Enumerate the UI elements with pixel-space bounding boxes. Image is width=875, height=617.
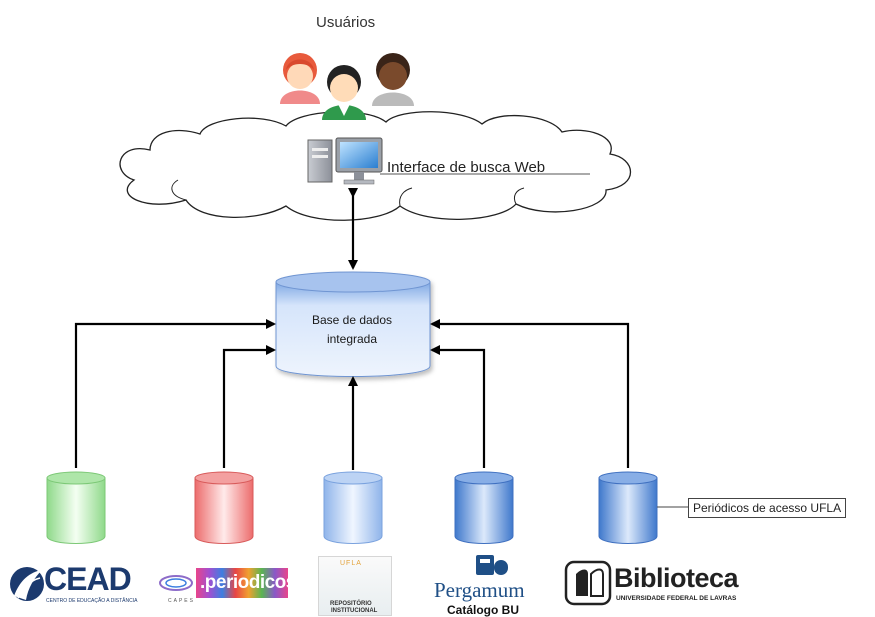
- pergamum-logo-text: Pergamum: [434, 578, 525, 602]
- pergamum-logo-icon: [476, 555, 508, 575]
- biblioteca-logo-text: Biblioteca: [614, 563, 739, 593]
- periodicos-logo-text: .periodicos.: [196, 568, 301, 598]
- database-label-line2: integrada: [326, 332, 378, 346]
- arrow-periodicos-db: [222, 345, 276, 468]
- source-cylinder-repositorio: [323, 471, 383, 544]
- repositorio-logo-line1: REPOSITÓRIO: [330, 601, 372, 607]
- repositorio-logo-line2: INSTITUCIONAL: [331, 608, 378, 614]
- source-cylinder-biblioteca: [598, 471, 658, 544]
- periodicos-ufla-callout: Periódicos de acesso UFLA: [688, 498, 847, 518]
- user-woman-icon: [280, 53, 320, 104]
- cead-logo-text: CEAD: [44, 561, 132, 597]
- cead-logo-subtitle: CENTRO DE EDUCAÇÃO A DISTÂNCIA: [46, 598, 138, 604]
- interface-label: Interface de busca Web: [387, 159, 546, 176]
- repositorio-logo-ufla: UFLA: [340, 560, 362, 567]
- cead-logo-icon: [10, 567, 44, 601]
- source-cylinder-periodicos: [194, 471, 254, 544]
- biblioteca-logo-subtitle: UNIVERSIDADE FEDERAL DE LAVRAS: [616, 595, 737, 602]
- database-label-line1: Base de dados: [311, 313, 393, 327]
- biblioteca-logo-icon: [564, 560, 612, 606]
- users-title: Usuários: [316, 14, 376, 31]
- user-man-icon: [322, 65, 366, 120]
- arrow-biblioteca-db: [430, 319, 630, 468]
- integrated-database-cylinder: [275, 271, 431, 377]
- source-cylinder-pergamum: [454, 471, 514, 544]
- pergamum-logo-subtitle: Catálogo BU: [447, 603, 519, 617]
- capes-logo-icon: [159, 575, 193, 591]
- computer-icon: [307, 137, 383, 185]
- arrow-cead-db: [74, 319, 276, 468]
- user-man-dark-icon: [372, 53, 414, 106]
- capes-logo-subtitle: CAPES: [168, 598, 195, 604]
- source-cylinder-cead: [46, 471, 106, 544]
- arrow-pergamum-db: [430, 345, 486, 468]
- database-label: Base de dados integrada: [286, 311, 418, 349]
